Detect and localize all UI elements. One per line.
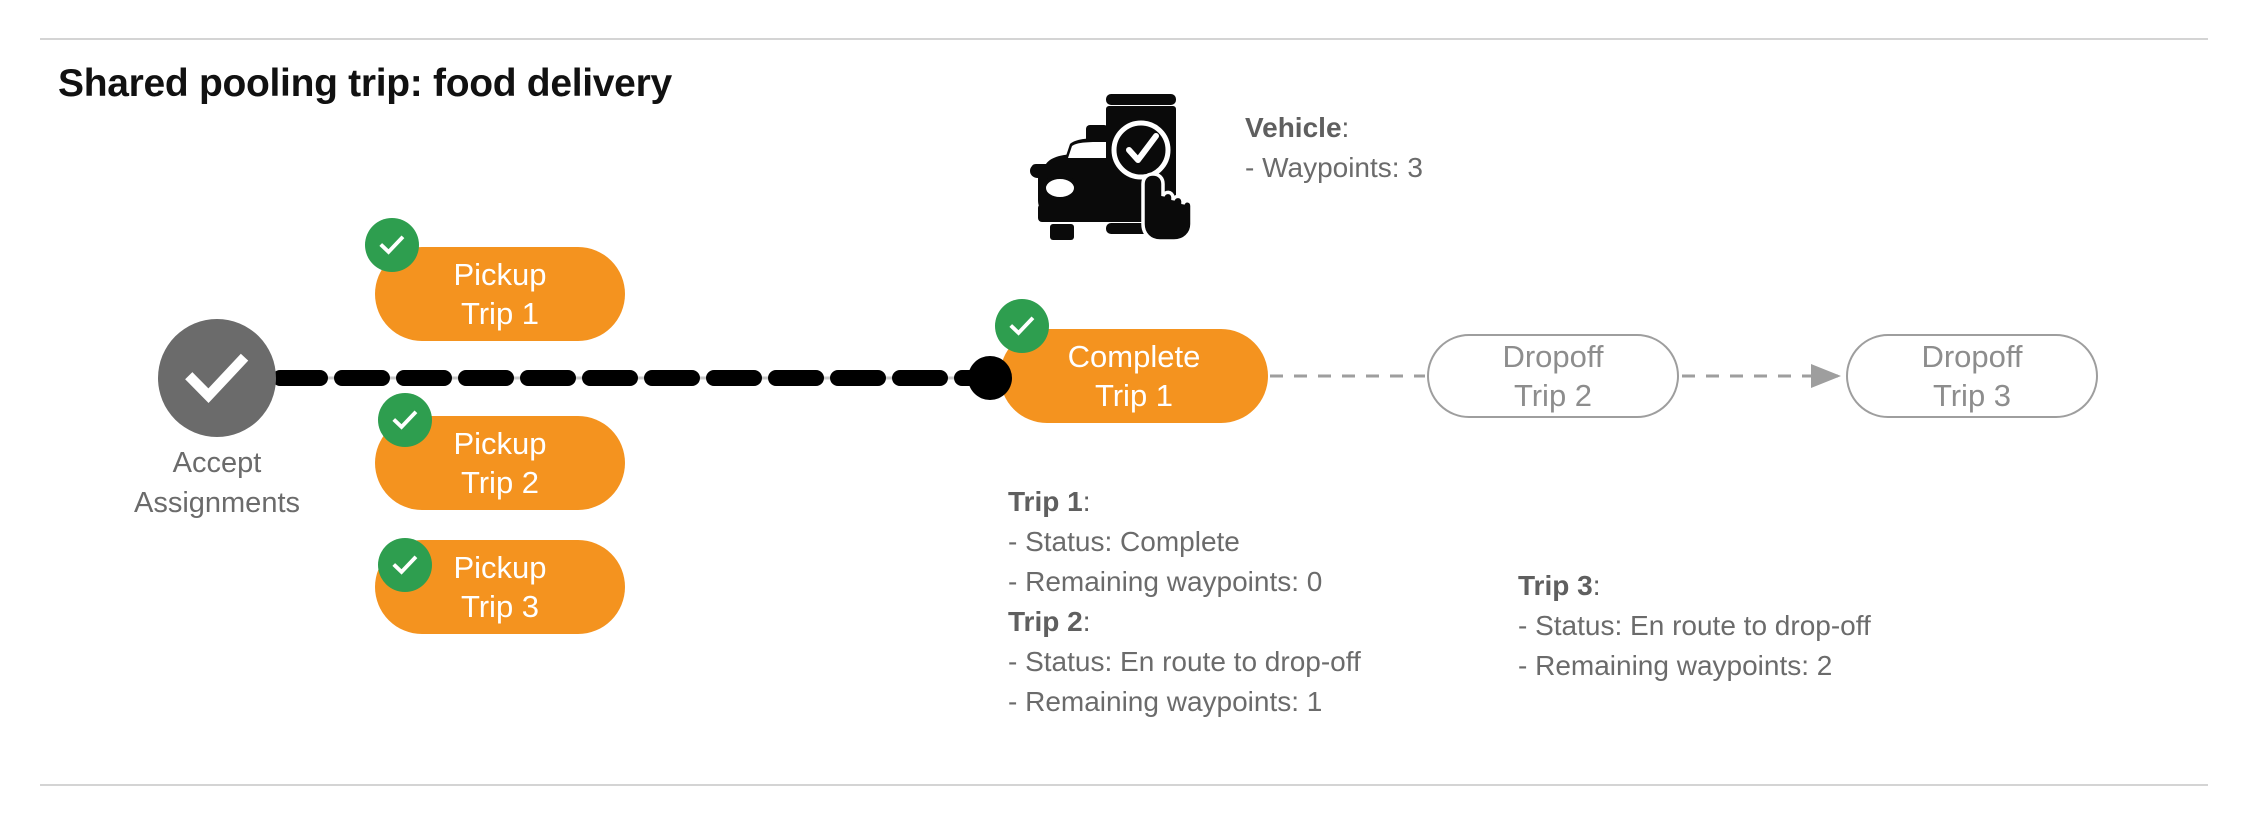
pickup-trip-3-node[interactable]: Pickup Trip 3 [375, 540, 625, 634]
pickup-trip-3-line2: Trip 3 [460, 589, 540, 624]
trip-2-heading-colon: : [1082, 606, 1091, 637]
vehicle-app-check-icon [1030, 78, 1210, 243]
check-badge-icon [378, 538, 432, 592]
check-badge-icon [378, 393, 432, 447]
divider-top [40, 38, 2208, 40]
vehicle-info-block: Vehicle: - Waypoints: 3 [1245, 108, 1423, 188]
accept-label-line2: Assignments [133, 487, 300, 519]
trip-2-waypoints: - Remaining waypoints: 1 [1008, 686, 1323, 717]
vehicle-info-heading: Vehicle: [1245, 108, 1423, 148]
trip-info-right-block: Trip 3: - Status: En route to drop-off -… [1518, 566, 1871, 686]
page-title: Shared pooling trip: food delivery [58, 62, 672, 105]
complete-trip-1-node[interactable]: Complete Trip 1 [1000, 329, 1268, 423]
pickup-trip-1-line1: Pickup [453, 257, 547, 292]
accept-label-line1: Accept [172, 447, 262, 479]
trip-3-heading-colon: : [1592, 570, 1601, 601]
trip-2-heading-text: Trip 2 [1008, 606, 1083, 637]
dropoff-trip-2-line1: Dropoff [1502, 339, 1604, 374]
route-junction-dot [968, 356, 1012, 400]
dropoff-trip-2-line2: Trip 2 [1513, 378, 1593, 413]
trip-1-waypoints: - Remaining waypoints: 0 [1008, 566, 1323, 597]
vehicle-info-heading-text: Vehicle [1245, 112, 1342, 143]
trip-info-left-block: Trip 1: - Status: Complete - Remaining w… [1008, 482, 1361, 722]
divider-bottom [40, 784, 2208, 786]
pickup-trip-2-line2: Trip 2 [460, 465, 540, 500]
pickup-trip-1-node[interactable]: Pickup Trip 1 [375, 247, 625, 341]
check-badge-icon [995, 299, 1049, 353]
trip-3-heading-text: Trip 3 [1518, 570, 1593, 601]
accept-assignments-label: Accept Assignments [58, 443, 376, 523]
vehicle-info-heading-colon: : [1341, 112, 1350, 143]
dropoff-trip-3-line1: Dropoff [1921, 339, 2023, 374]
dropoff-trip-3-node[interactable]: Dropoff Trip 3 [1846, 334, 2098, 418]
trip-1-heading-text: Trip 1 [1008, 486, 1083, 517]
check-circle-icon [158, 319, 276, 437]
trip-2-heading: Trip 2: [1008, 602, 1361, 642]
trip-2-status: - Status: En route to drop-off [1008, 646, 1361, 677]
accept-assignments-node[interactable] [158, 319, 276, 437]
trip-3-heading: Trip 3: [1518, 566, 1871, 606]
check-badge-icon [365, 218, 419, 272]
vehicle-info-waypoints: - Waypoints: 3 [1245, 152, 1423, 183]
pickup-trip-1-line2: Trip 1 [460, 296, 540, 331]
trip-3-status: - Status: En route to drop-off [1518, 610, 1871, 641]
dropoff-trip-2-node[interactable]: Dropoff Trip 2 [1427, 334, 1679, 418]
complete-trip-1-line2: Trip 1 [1094, 378, 1174, 413]
dropoff-trip-3-line2: Trip 3 [1932, 378, 2012, 413]
pickup-trip-3-line1: Pickup [453, 550, 547, 585]
trip-1-status: - Status: Complete [1008, 526, 1240, 557]
complete-trip-1-line1: Complete [1067, 339, 1201, 374]
trip-1-heading-colon: : [1082, 486, 1091, 517]
trip-3-waypoints: - Remaining waypoints: 2 [1518, 650, 1833, 681]
pickup-trip-2-line1: Pickup [453, 426, 547, 461]
trip-1-heading: Trip 1: [1008, 482, 1361, 522]
